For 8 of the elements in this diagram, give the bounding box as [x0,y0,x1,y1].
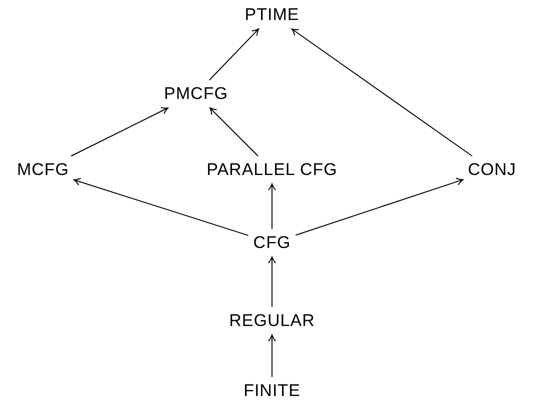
class-label: REGULAR [226,309,318,333]
class-label: PTIME [242,3,302,27]
class-label: MCFG [14,158,72,182]
class-label: CONJ [464,158,520,182]
class-label: FINITE [240,379,304,403]
class-label: PMCFG [161,82,231,106]
class-label: PARALLEL CFG [204,158,340,182]
class-label: CFG [250,231,294,255]
